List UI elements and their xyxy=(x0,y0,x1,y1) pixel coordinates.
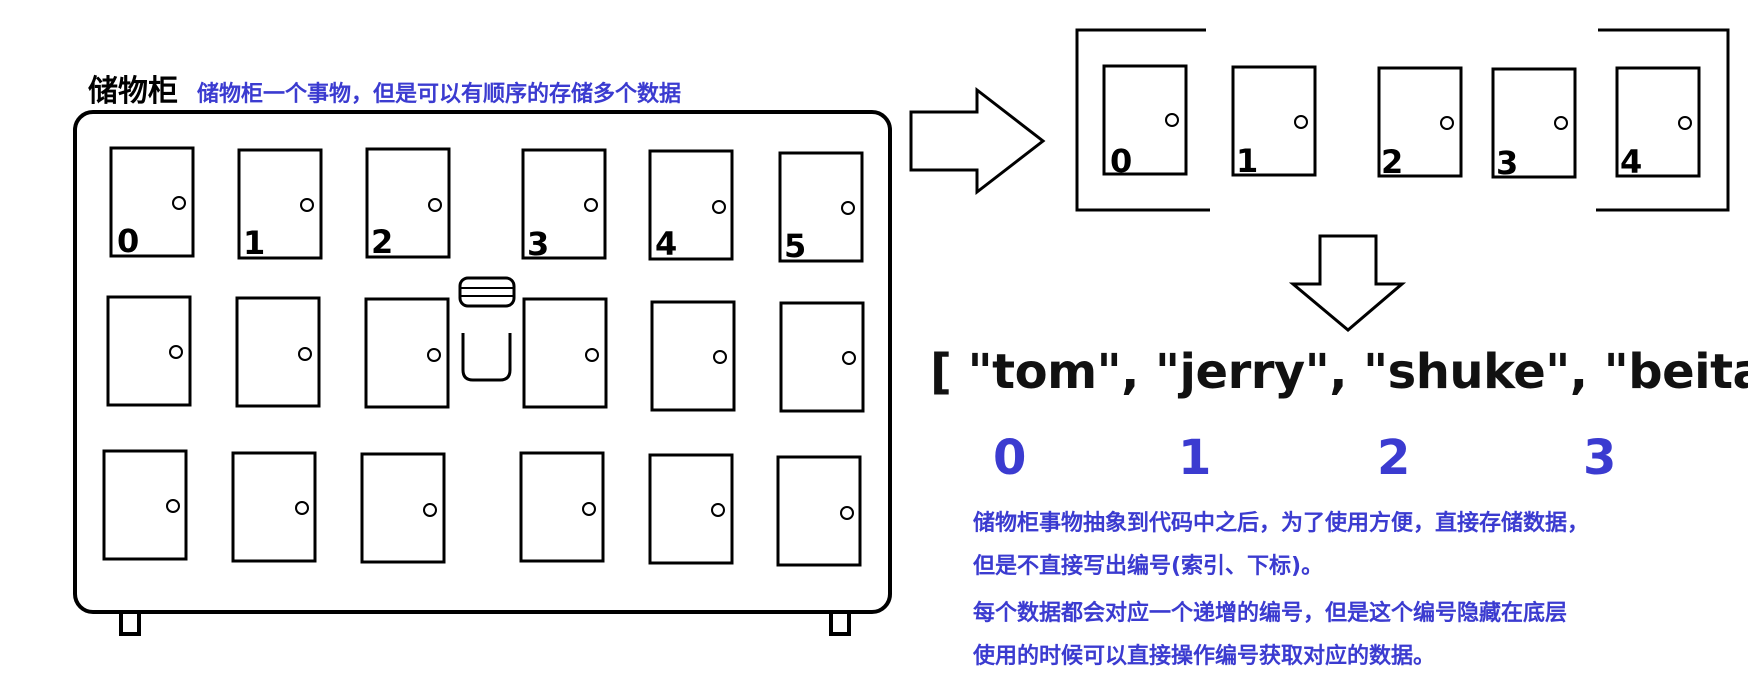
cabinet-door xyxy=(776,455,862,567)
cabinet-lock-icon xyxy=(458,276,516,382)
description-line: 使用的时候可以直接操作编号获取对应的数据。 xyxy=(973,644,1436,669)
index-label: 3 xyxy=(1583,430,1617,486)
cabinet-door: 4 xyxy=(648,149,734,263)
cabinet-door xyxy=(106,295,192,407)
index-label: 2 xyxy=(1377,430,1411,486)
door-number: 1 xyxy=(243,224,265,262)
cabinet-door xyxy=(650,300,736,412)
index-label: 1 xyxy=(1178,430,1212,486)
row-door-number: 4 xyxy=(1620,143,1642,181)
cabinet-door xyxy=(522,297,608,409)
cabinet-door xyxy=(648,453,734,565)
cabinet-door xyxy=(360,452,446,564)
down-arrow-icon xyxy=(1288,234,1407,332)
cabinet-door xyxy=(102,449,188,561)
cabinet-door xyxy=(231,451,317,563)
cabinet-door: 5 xyxy=(778,151,864,265)
door-number: 4 xyxy=(655,225,677,263)
cabinet-title: 储物柜 xyxy=(88,74,178,109)
row-door: 1 xyxy=(1231,65,1317,180)
cabinet-door: 3 xyxy=(521,148,607,263)
cabinet-door xyxy=(779,301,865,413)
door-number: 0 xyxy=(117,222,139,260)
cabinet-door: 2 xyxy=(365,147,451,261)
row-door-number: 3 xyxy=(1496,144,1518,182)
cabinet-door xyxy=(364,297,450,409)
cabinet-door: 1 xyxy=(237,148,323,262)
row-door-number: 1 xyxy=(1236,142,1258,180)
cabinet-door xyxy=(235,296,321,408)
row-door: 4 xyxy=(1615,66,1701,181)
door-number: 2 xyxy=(371,223,393,261)
cabinet-subtitle: 储物柜一个事物，但是可以有顺序的存储多个数据 xyxy=(197,82,682,107)
cabinet-foot-left xyxy=(119,610,141,636)
right-bracket xyxy=(1596,28,1730,212)
row-door: 0 xyxy=(1102,64,1188,180)
door-number: 3 xyxy=(527,225,549,263)
row-door-number: 0 xyxy=(1110,142,1132,180)
row-door-number: 2 xyxy=(1381,143,1403,181)
row-door: 3 xyxy=(1491,67,1577,182)
door-number: 5 xyxy=(784,227,806,265)
description-line: 但是不直接写出编号(索引、下标)。 xyxy=(973,554,1324,579)
left-bracket xyxy=(1075,28,1210,212)
right-arrow-icon xyxy=(909,86,1046,196)
array-literal: [ "tom", "jerry", "shuke", "beita"] xyxy=(930,344,1748,400)
row-door: 2 xyxy=(1377,66,1463,181)
description-line: 储物柜事物抽象到代码中之后，为了使用方便，直接存储数据， xyxy=(973,511,1590,536)
cabinet-door: 0 xyxy=(109,146,195,260)
cabinet-door xyxy=(519,451,605,563)
index-label: 0 xyxy=(993,430,1027,486)
cabinet-body xyxy=(73,110,892,614)
cabinet-foot-right xyxy=(829,610,851,636)
description-line: 每个数据都会对应一个递增的编号，但是这个编号隐藏在底层 xyxy=(973,601,1568,626)
